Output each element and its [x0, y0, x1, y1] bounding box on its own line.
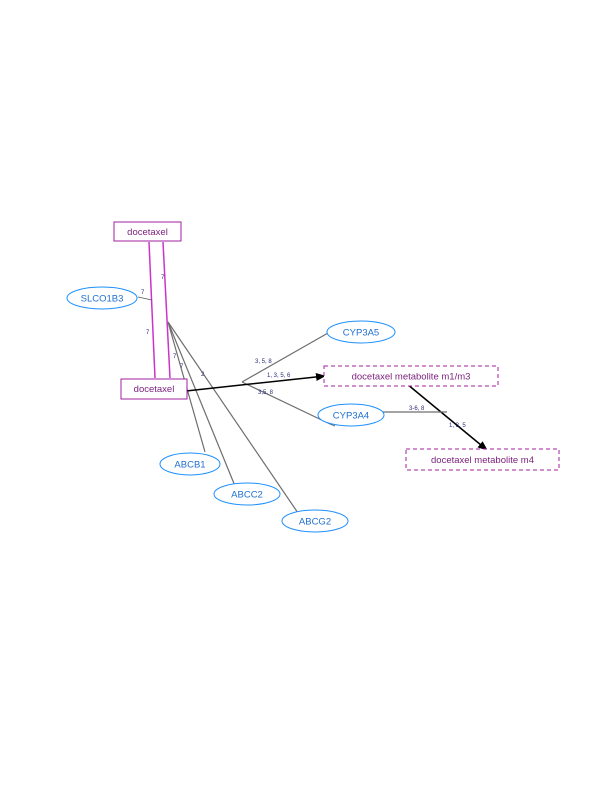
node-cyp3a5[interactable]: CYP3A5 — [326, 320, 396, 344]
node-docetaxel-main-label: docetaxel — [134, 384, 175, 395]
edge-label-slco1b3: 7 — [141, 290, 145, 296]
transport-edge-left — [148, 241, 156, 379]
node-abcc2[interactable]: ABCC2 — [213, 482, 281, 506]
node-slco1b3[interactable]: SLCO1B3 — [66, 286, 138, 310]
slco1b3-edge — [137, 296, 153, 301]
edge-label-cyp3a4: 3,5, 8 — [258, 390, 274, 396]
edge-label-cyp3a5: 3, 5, 8 — [255, 359, 272, 365]
node-abcc2-label: ABCC2 — [231, 490, 263, 501]
transport-edge-right — [162, 241, 171, 379]
node-docetaxel-main[interactable]: docetaxel — [120, 378, 188, 400]
node-cyp3a4[interactable]: CYP3A4 — [317, 403, 385, 427]
node-cyp3a5-label: CYP3A5 — [343, 328, 379, 339]
edge-label-transport-right: 7 — [161, 275, 165, 281]
m1m3-to-m4-arrow — [406, 383, 488, 451]
edge-label-cyp3a4-to-m4: 3-6, 8 — [409, 406, 425, 412]
edge-label-abcb1: 7 — [173, 354, 177, 360]
abcc2-edge — [167, 321, 236, 487]
edge-label-m1m3-to-m4: 1, 3, 5 — [449, 423, 466, 429]
node-metabolite-m1m3-label: docetaxel metabolite m1/m3 — [352, 372, 471, 383]
node-abcg2-label: ABCG2 — [299, 517, 331, 528]
node-metabolite-m4[interactable]: docetaxel metabolite m4 — [405, 448, 560, 471]
edge-label-abcg2: 2 — [201, 372, 205, 378]
node-slco1b3-label: SLCO1B3 — [81, 294, 124, 305]
node-metabolite-m1m3[interactable]: docetaxel metabolite m1/m3 — [323, 365, 499, 387]
node-docetaxel-top-label: docetaxel — [127, 227, 168, 238]
abcg2-edge — [167, 321, 299, 514]
node-abcb1[interactable]: ABCB1 — [159, 452, 221, 476]
edge-label-abcc2: 7 — [180, 364, 184, 370]
node-metabolite-m4-label: docetaxel metabolite m4 — [431, 455, 534, 466]
node-docetaxel-top[interactable]: docetaxel — [113, 221, 182, 242]
node-abcb1-label: ABCB1 — [174, 460, 205, 471]
edge-label-main-to-m1m3: 1, 3, 5, 6 — [267, 373, 291, 379]
edge-label-transport-left: 7 — [146, 330, 150, 336]
node-cyp3a4-label: CYP3A4 — [333, 411, 369, 422]
cyp3a5-edge — [241, 332, 329, 383]
node-abcg2[interactable]: ABCG2 — [281, 509, 349, 533]
main-to-m1m3-arrow — [185, 372, 326, 392]
